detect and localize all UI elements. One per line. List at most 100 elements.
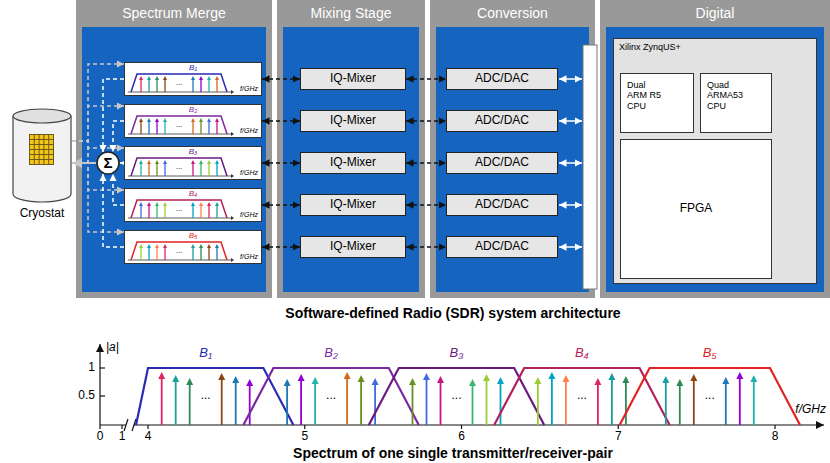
stage-panel-text: Spectrum Merge: [122, 5, 225, 21]
band-label: B₃: [450, 346, 464, 361]
carrier-head: [246, 379, 253, 386]
stage-panel: ConversionADC/DACADC/DACADC/DACADC/DACAD…: [430, 0, 595, 298]
spectrum-box-text: B₂: [189, 105, 197, 114]
stage-panel: Spectrum MergeB₁...f/GHzB₂...f/GHzB₃...f…: [76, 0, 272, 298]
carrier-head: [155, 160, 159, 164]
carrier-arrow: [189, 382, 191, 425]
carrier-arrow: [192, 247, 193, 260]
chip-cell: [40, 145, 44, 149]
cryostat-text: Cryostat: [20, 207, 65, 221]
connector: [406, 246, 446, 248]
carrier-head: [139, 244, 143, 248]
block-box: ADC/DAC: [446, 236, 558, 258]
carrier-head: [750, 375, 757, 382]
bus-arrow: [559, 204, 582, 206]
carrier-head: [147, 160, 151, 164]
carrier-arrow: [500, 381, 502, 425]
carrier-head: [191, 160, 195, 164]
stage-panel-text: Mixing Stage: [311, 5, 392, 21]
carrier-head: [218, 373, 225, 380]
carrier-arrow: [164, 79, 165, 92]
freq-axis: [128, 176, 231, 177]
spectrum-box-text: B₄: [189, 189, 198, 198]
axis-label: |a|: [106, 341, 119, 355]
ellipsis: ...: [577, 389, 587, 403]
spectrum-box-text: f/GHz: [240, 253, 258, 261]
carrier-arrow: [597, 382, 599, 425]
x-tick: [121, 425, 122, 429]
band-shape: [131, 116, 227, 134]
connector: [72, 141, 124, 148]
x-tick: [774, 425, 775, 429]
carrier-arrow: [200, 163, 201, 176]
chip-cell: [35, 155, 39, 159]
carrier-head: [147, 202, 151, 206]
panel-inner: [283, 27, 419, 292]
carrier-head: [358, 375, 365, 382]
panel-ground: [76, 0, 272, 298]
connector: [262, 204, 300, 206]
cryostat-cylinder: [12, 108, 72, 204]
connector: [72, 64, 124, 141]
spectrum-box-text: f/GHz: [240, 85, 258, 93]
spectrum-box-text: f/GHz: [240, 211, 258, 219]
block-box-text: IQ-Mixer: [330, 156, 376, 170]
carrier-head: [155, 244, 159, 248]
carrier-arrow: [346, 376, 348, 425]
figure-caption: Spectrum of one single transmitter/recei…: [293, 445, 613, 461]
carrier-head: [155, 76, 159, 80]
carrier-arrow: [216, 163, 217, 176]
summing-node: Σ: [96, 151, 120, 175]
carrier-head: [207, 202, 211, 206]
band-shape: [131, 242, 227, 260]
connector: [262, 120, 300, 122]
connector: [72, 162, 96, 164]
carrier-head: [722, 377, 729, 384]
spectrum-box: B₅...f/GHz: [124, 230, 262, 264]
cylinder-top: [13, 109, 71, 123]
carrier-arrow: [161, 376, 163, 425]
carrier-arrow: [148, 205, 149, 218]
spectrum-box-text: ...: [176, 162, 183, 171]
band-label: B₂: [324, 346, 338, 361]
carrier-arrow: [140, 205, 141, 218]
carrier-head: [191, 118, 195, 122]
carrier-head: [155, 202, 159, 206]
carrier-head: [215, 202, 219, 206]
cpu-box-text: Quad ARMA53 CPU: [707, 80, 747, 111]
chip-cell: [30, 140, 34, 144]
carrier-arrow: [208, 163, 209, 176]
chip-cell: [35, 145, 39, 149]
carrier-arrow: [216, 121, 217, 134]
chip-cell: [49, 140, 53, 144]
chip-cell: [44, 160, 48, 164]
carrier-arrow: [140, 247, 141, 260]
carrier-head: [191, 202, 195, 206]
cpu-box: Dual ARM R5 CPU: [620, 73, 694, 133]
carrier-arrow: [249, 383, 251, 425]
carrier-arrow: [725, 381, 727, 425]
carrier-arrow: [140, 163, 141, 176]
block-box-text: ADC/DAC: [475, 198, 529, 212]
carrier-head: [622, 376, 629, 383]
spectrum-box-text: ...: [176, 120, 183, 129]
axis-head: [231, 216, 234, 220]
block-box-text: ADC/DAC: [475, 114, 529, 128]
stage-panel: DigitalXilinx ZynqUS+Dual ARM R5 CPUQuad…: [600, 0, 830, 298]
carrier-head: [207, 244, 211, 248]
chip-cell: [44, 150, 48, 154]
stage-panel-text: Conversion: [477, 5, 548, 21]
spectrum-box-text: ...: [176, 204, 183, 213]
carrier-arrow: [486, 378, 488, 425]
chip-cell: [35, 160, 39, 164]
block-box: ADC/DAC: [446, 194, 558, 216]
x-tick: [99, 425, 100, 429]
stage-panel: Mixing StageIQ-MixerIQ-MixerIQ-MixerIQ-M…: [277, 0, 425, 298]
carrier-head: [186, 378, 193, 385]
spectrum-chart: [100, 368, 800, 429]
spectrum-box-text: B₁: [189, 63, 197, 72]
carrier-arrow: [235, 380, 237, 425]
carrier-head: [608, 373, 615, 380]
chip-cell: [30, 155, 34, 159]
carrier-arrow: [175, 379, 177, 425]
